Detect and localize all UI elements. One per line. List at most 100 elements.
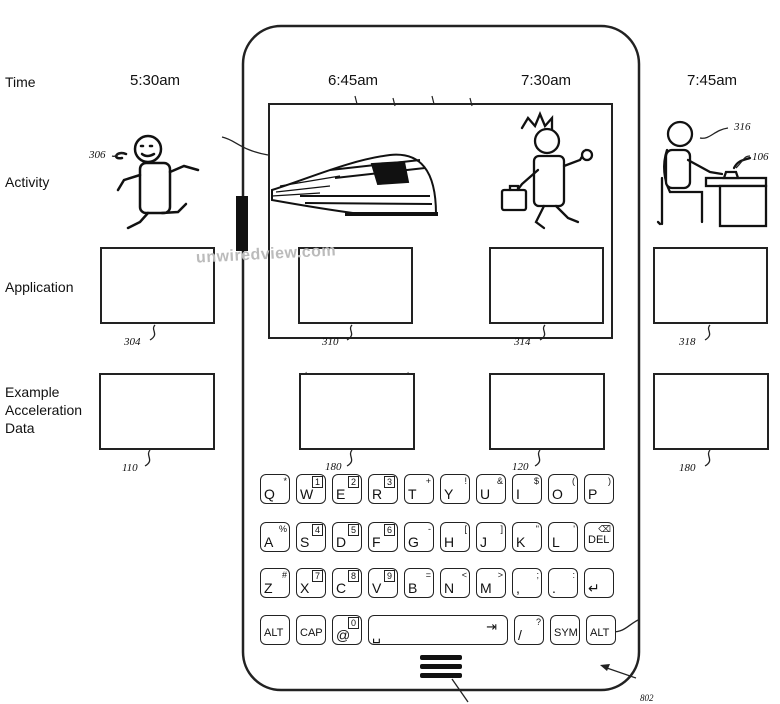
key-alt-label: & xyxy=(496,476,503,486)
ref-306: 306 xyxy=(89,149,106,161)
key-u[interactable]: U& xyxy=(476,474,506,504)
ref-110: 110 xyxy=(122,462,138,474)
key-alt-label: [ xyxy=(464,524,467,534)
key-label: DEL xyxy=(588,534,610,546)
app-panel-folder xyxy=(298,247,413,324)
key-label: W xyxy=(300,486,314,502)
key-label: CAP xyxy=(300,627,323,639)
key-label: C xyxy=(336,580,347,596)
key-alt-label: < xyxy=(461,570,467,580)
key-label: ALT xyxy=(264,627,284,639)
key-sym[interactable]: ,; xyxy=(512,568,542,598)
time-label: 5:30am xyxy=(130,72,181,89)
key-alt-label: 1 xyxy=(311,476,323,488)
key-alt-label: ⌫ xyxy=(598,524,611,534)
ref-310: 310 xyxy=(322,336,339,348)
key-label: I xyxy=(516,486,520,502)
accel-panel-180a xyxy=(299,373,415,450)
key-z[interactable]: Z# xyxy=(260,568,290,598)
ref-802: 802 xyxy=(640,693,654,703)
key-o[interactable]: O( xyxy=(548,474,578,504)
key-b[interactable]: B= xyxy=(404,568,434,598)
ref-316: 316 xyxy=(734,121,751,133)
key-alt-label: 0 xyxy=(347,617,359,629)
phone-outline xyxy=(241,24,641,692)
row-label-accel-1: Example xyxy=(5,384,60,400)
ref-304: 304 xyxy=(124,336,141,348)
key-alt[interactable]: ALT xyxy=(586,615,616,645)
key-alt-label: 8 xyxy=(347,570,359,582)
key-l[interactable]: L' xyxy=(548,522,578,552)
key-sym[interactable]: .: xyxy=(548,568,578,598)
key-a[interactable]: A% xyxy=(260,522,290,552)
app-panel-mail xyxy=(653,247,768,324)
key-label: B xyxy=(408,580,418,596)
ref-314: 314 xyxy=(514,336,531,348)
seated-person-icon xyxy=(656,120,768,228)
key-label: K xyxy=(516,534,526,550)
key-label: X xyxy=(300,580,310,596)
key-p[interactable]: P) xyxy=(584,474,614,504)
key-label: S xyxy=(300,534,310,550)
key-i[interactable]: I$ xyxy=(512,474,542,504)
key-q[interactable]: Q* xyxy=(260,474,290,504)
key-space[interactable]: ␣⇥ xyxy=(368,615,508,645)
key-label: Z xyxy=(264,580,273,596)
key-m[interactable]: M> xyxy=(476,568,506,598)
key-alt-label: : xyxy=(572,570,575,580)
train-icon xyxy=(271,153,438,216)
key-label: P xyxy=(588,486,598,502)
key-label: F xyxy=(372,534,381,550)
key-alt-label: % xyxy=(278,524,287,534)
key-k[interactable]: K" xyxy=(512,522,542,552)
key-alt-label: 4 xyxy=(311,524,323,536)
key-label: H xyxy=(444,534,455,550)
key-label: / xyxy=(518,627,522,643)
key-sym[interactable]: SYM xyxy=(550,615,580,645)
key-label: @ xyxy=(336,627,351,643)
key-alt-label: ] xyxy=(500,524,503,534)
key-alt-label: $ xyxy=(533,476,539,486)
key-label: M xyxy=(480,580,492,596)
row-label-application: Application xyxy=(5,279,74,295)
key-y[interactable]: Y! xyxy=(440,474,470,504)
ref-120: 120 xyxy=(512,461,529,473)
time-label: 7:30am xyxy=(521,72,572,89)
key-sym[interactable]: /? xyxy=(514,615,544,645)
key-label: D xyxy=(336,534,347,550)
key-n[interactable]: N< xyxy=(440,568,470,598)
key-sym[interactable]: @0 xyxy=(332,615,362,645)
key-alt[interactable]: ALT xyxy=(260,615,290,645)
key-alt-label: 2 xyxy=(347,476,359,488)
ref-106: 106 xyxy=(752,151,769,163)
key-label: ↵ xyxy=(588,580,600,596)
key-alt-label: 9 xyxy=(383,570,395,582)
key-cap[interactable]: CAP xyxy=(296,615,326,645)
key-j[interactable]: J] xyxy=(476,522,506,552)
key-label: Y xyxy=(444,486,454,502)
phone-screen xyxy=(268,103,613,339)
row-label-accel-3: Data xyxy=(5,420,35,436)
key-label: G xyxy=(408,534,419,550)
key-g[interactable]: G- xyxy=(404,522,434,552)
ref-318: 318 xyxy=(679,336,696,348)
row-label-activity: Activity xyxy=(5,174,50,190)
ref-180a: 180 xyxy=(325,461,342,473)
key-del[interactable]: DEL⌫ xyxy=(584,522,614,552)
time-label: 6:45am xyxy=(328,72,379,89)
key-t[interactable]: T+ xyxy=(404,474,434,504)
key-sym[interactable]: ↵ xyxy=(584,568,614,598)
key-h[interactable]: H[ xyxy=(440,522,470,552)
key-label: V xyxy=(372,580,382,596)
key-label: T xyxy=(408,486,417,502)
